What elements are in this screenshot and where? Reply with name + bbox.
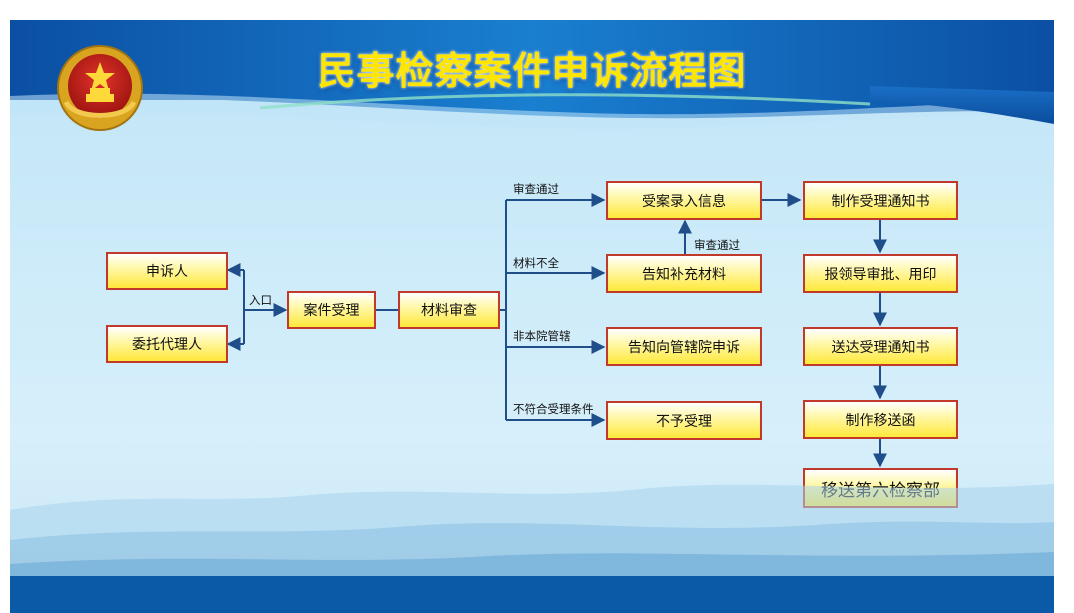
node-applicant: 申诉人: [106, 252, 228, 290]
mountain-decoration: [10, 484, 1054, 590]
node-reject: 不予受理: [606, 401, 762, 440]
node-report-approval: 报领导审批、用印: [803, 254, 958, 293]
flow-connectors: [226, 193, 887, 468]
flowchart-board: 民事检察案件申诉流程图: [10, 20, 1054, 613]
node-deliver-notice: 送达受理通知书: [803, 327, 958, 366]
label-incomplete: 材料不全: [513, 256, 559, 270]
label-passed-supplement: 审查通过: [694, 238, 740, 252]
node-make-transfer: 制作移送函: [803, 400, 958, 439]
node-agent: 委托代理人: [106, 325, 228, 363]
node-case-accept: 案件受理: [287, 291, 376, 329]
procuratorate-emblem-icon: [57, 45, 143, 131]
node-material-review: 材料审查: [398, 291, 500, 329]
label-not-jurisdiction: 非本院管辖: [513, 329, 571, 343]
footer-bar: [10, 576, 1054, 613]
node-make-notice: 制作受理通知书: [803, 181, 958, 220]
page-title: 民事检察案件申诉流程图: [317, 49, 747, 93]
node-notify-supplement: 告知补充材料: [606, 254, 762, 293]
header-banner: [10, 20, 1054, 129]
node-notify-jurisdiction: 告知向管辖院申诉: [606, 327, 762, 366]
node-register: 受案录入信息: [606, 181, 762, 220]
label-passed-top: 审查通过: [513, 182, 559, 196]
label-entrance: 入口: [249, 293, 272, 307]
label-not-qualified: 不符合受理条件: [513, 402, 594, 416]
